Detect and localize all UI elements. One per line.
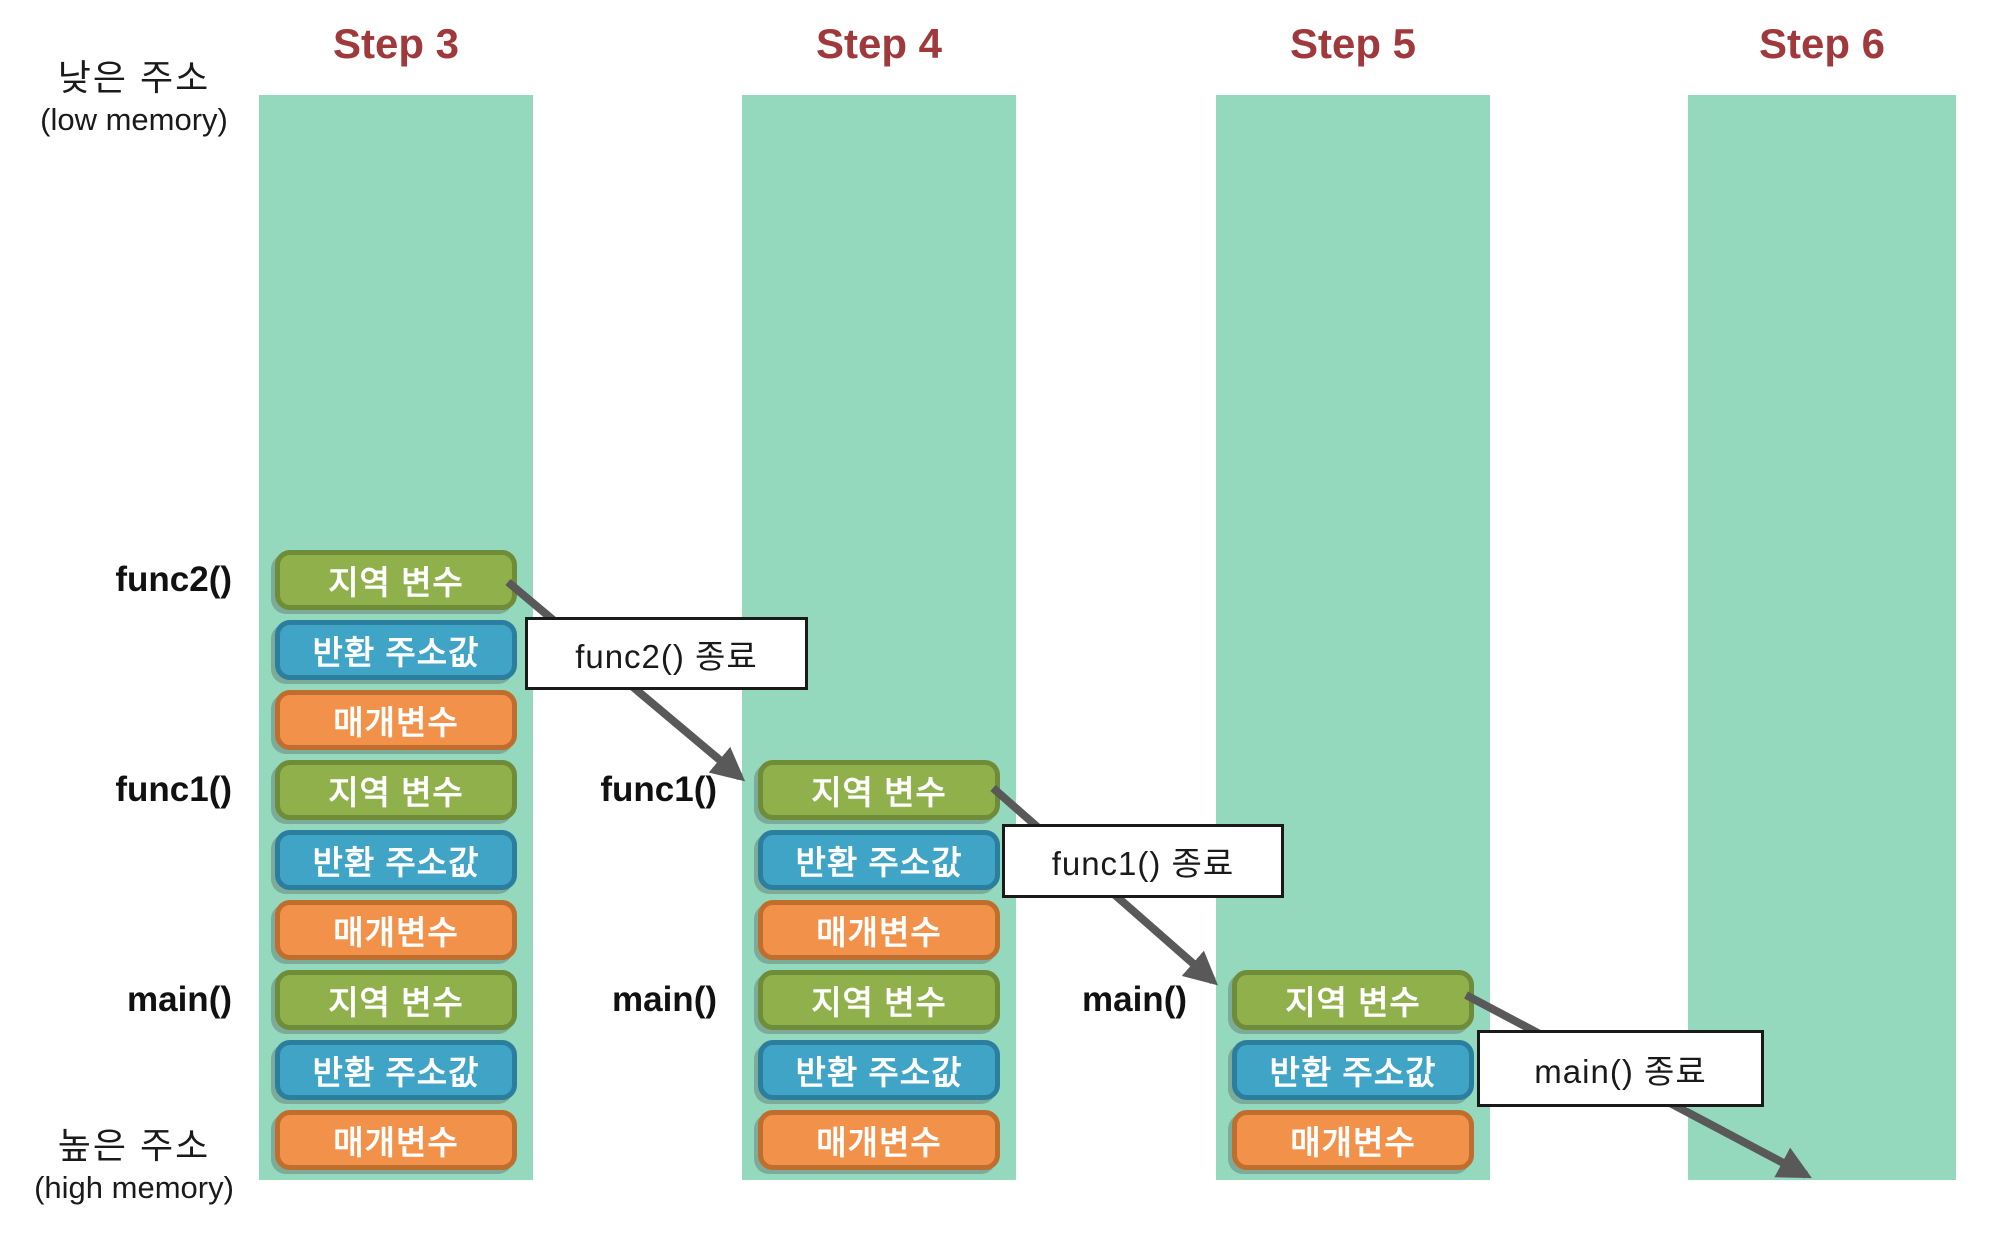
stack-block-return-address: 반환 주소값	[1232, 1040, 1474, 1100]
stack-column-step-6	[1688, 95, 1956, 1180]
frame-label-main: main()	[127, 980, 232, 1019]
stack-block-return-address: 반환 주소값	[758, 1040, 1000, 1100]
stack-block-parameter: 매개변수	[1232, 1110, 1474, 1170]
transition-label-func2-end: func2() 종료	[525, 617, 808, 690]
high-memory-label-english: (high memory)	[34, 1170, 234, 1205]
high-memory-label: 높은 주소 (high memory)	[8, 1124, 260, 1208]
stack-block-return-address: 반환 주소값	[758, 830, 1000, 890]
stack-block-parameter: 매개변수	[758, 900, 1000, 960]
stack-block-parameter: 매개변수	[275, 900, 517, 960]
stack-block-local-variable: 지역 변수	[275, 760, 517, 820]
low-memory-label-korean: 낮은 주소	[57, 57, 211, 98]
stack-block-parameter: 매개변수	[758, 1110, 1000, 1170]
stack-block-parameter: 매개변수	[275, 1110, 517, 1170]
stack-block-local-variable: 지역 변수	[275, 970, 517, 1030]
frame-label-main: main()	[612, 980, 717, 1019]
low-memory-label: 낮은 주소 (low memory)	[8, 56, 260, 140]
frame-label-func2: func2()	[115, 560, 232, 599]
high-memory-label-korean: 높은 주소	[57, 1125, 211, 1166]
frame-label-func1: func1()	[115, 770, 232, 809]
frame-label-main: main()	[1082, 980, 1187, 1019]
step-title-5: Step 5	[1289, 20, 1417, 67]
stack-block-local-variable: 지역 변수	[275, 550, 517, 610]
stack-block-return-address: 반환 주소값	[275, 620, 517, 680]
step-title-4: Step 4	[815, 20, 943, 67]
step-title-6: Step 6	[1758, 20, 1886, 67]
step-title-3: Step 3	[332, 20, 460, 67]
stack-block-local-variable: 지역 변수	[1232, 970, 1474, 1030]
transition-label-main-end: main() 종료	[1477, 1030, 1764, 1107]
stack-block-parameter: 매개변수	[275, 690, 517, 750]
stack-block-return-address: 반환 주소값	[275, 830, 517, 890]
low-memory-label-english: (low memory)	[40, 102, 228, 137]
transition-label-func1-end: func1() 종료	[1002, 824, 1284, 898]
stack-block-return-address: 반환 주소값	[275, 1040, 517, 1100]
frame-label-func1: func1()	[600, 770, 717, 809]
stack-block-local-variable: 지역 변수	[758, 760, 1000, 820]
stack-block-local-variable: 지역 변수	[758, 970, 1000, 1030]
